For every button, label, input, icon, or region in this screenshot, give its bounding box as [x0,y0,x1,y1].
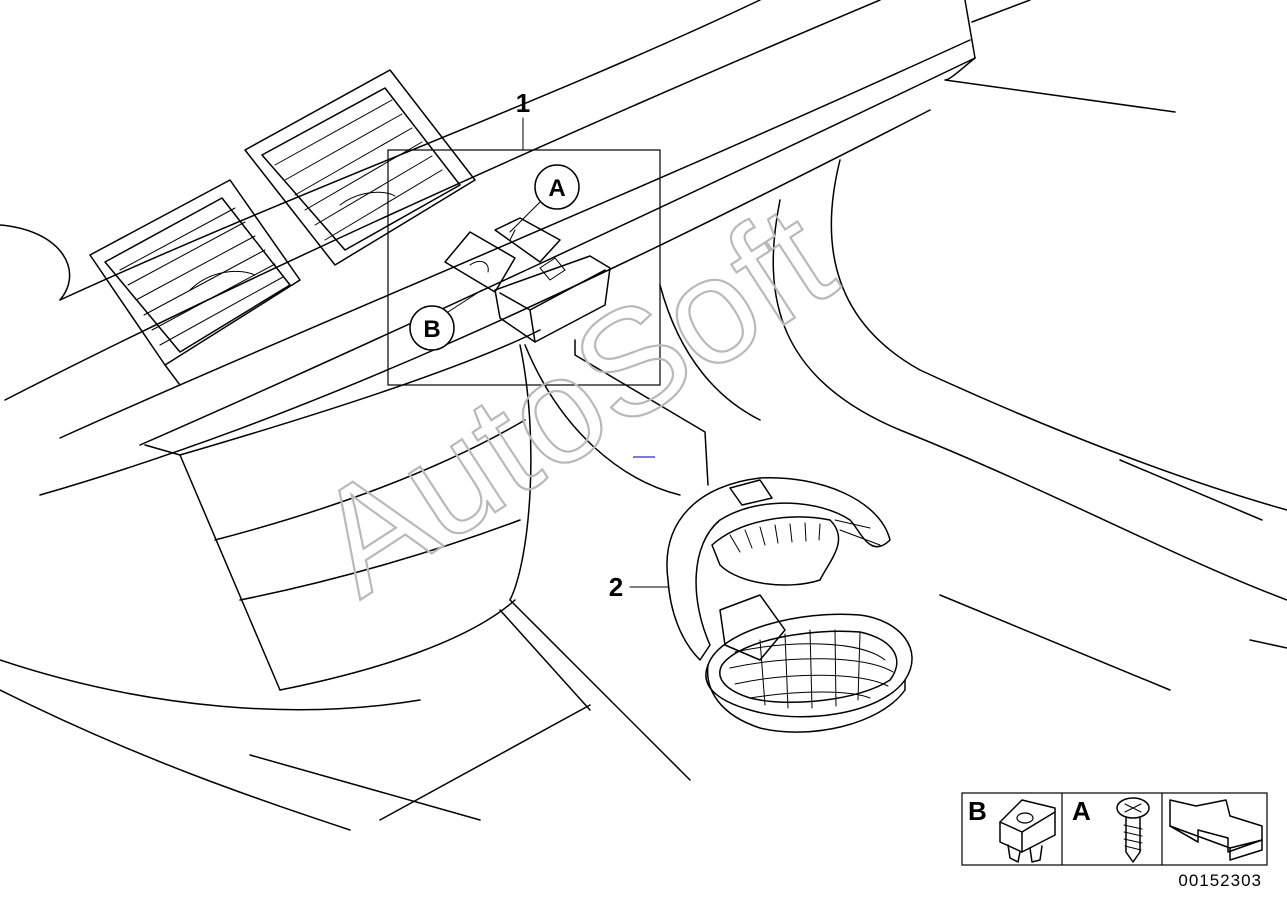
callout-a-label: A [548,175,565,202]
air-vent-center [244,69,476,266]
watermark: AutoSoft [286,173,860,627]
reference-number: 00152303 [1178,871,1262,890]
screw-icon [1116,797,1150,863]
orientation-arrow-icon [1169,799,1263,861]
callout-part-2: 2 [609,572,623,602]
clip-nut-icon [999,799,1056,863]
callout-a: A [509,164,580,233]
callout-b: B [409,289,483,351]
air-vent-left [89,179,301,386]
cupholder-bracket [444,217,611,343]
legend-a-label: A [1072,796,1091,826]
callout-part-1: 1 [516,88,530,118]
legend-box [961,792,1268,866]
callout-b-label: B [423,316,440,343]
detail-box-part-1 [387,117,661,386]
dashboard-line-art [0,0,1287,831]
legend-b-label: B [968,796,987,826]
cupholder [666,477,913,733]
callout-part-2-group: 2 [609,572,669,602]
